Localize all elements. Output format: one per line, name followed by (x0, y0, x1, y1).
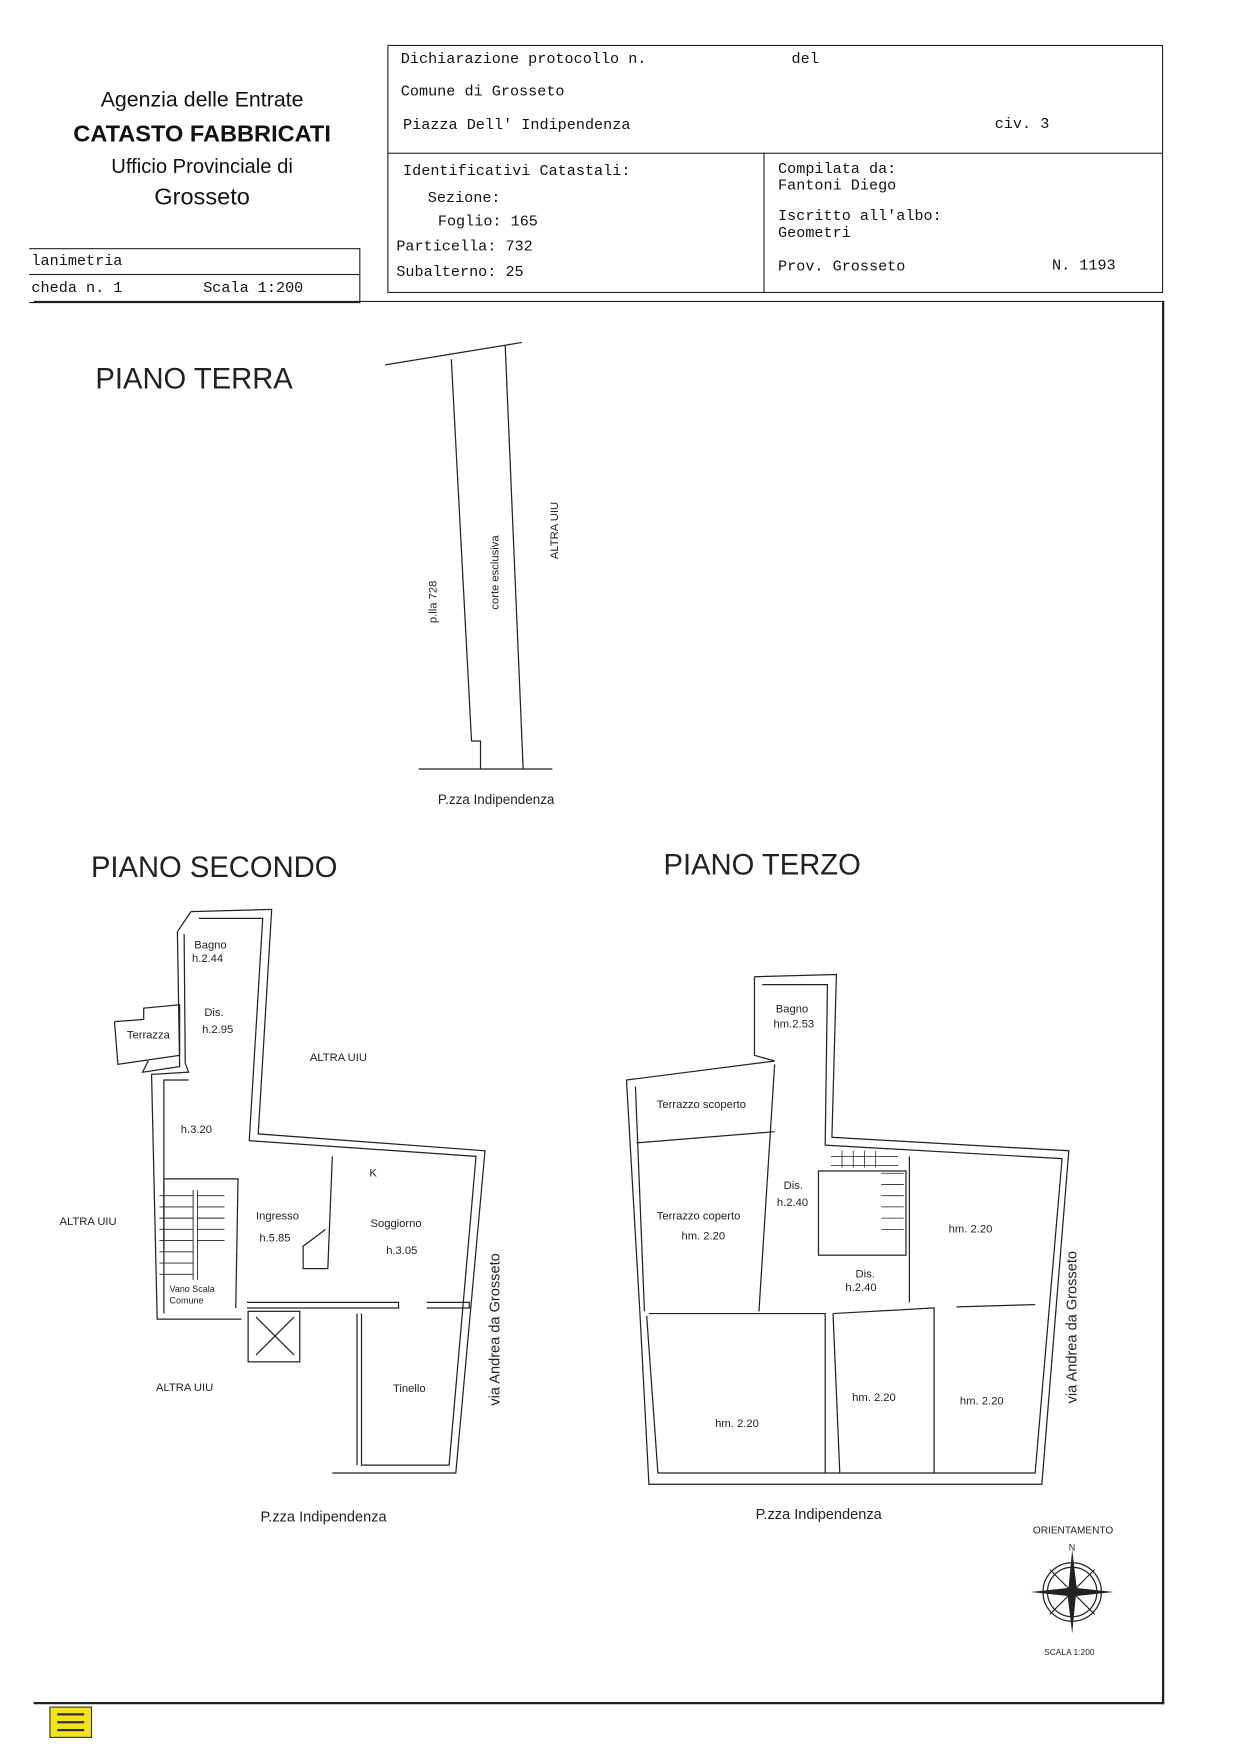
piano-terra-street: P.zza Indipendenza (438, 792, 555, 807)
bagno-height: h.2.44 (192, 953, 223, 965)
piano-terzo-street: P.zza Indipendenza (756, 1507, 883, 1523)
registration-number: N. 1193 (1051, 258, 1116, 276)
kitchen-k-label: K (369, 1168, 377, 1180)
civic-number: civ. 3 (994, 116, 1050, 134)
altra-uiu-label: ALTRA UIU (549, 502, 561, 559)
sezione: Sezione: (427, 190, 501, 208)
piano-terzo-title: PIANO TERZO (664, 850, 861, 882)
room-right-height: hm. 2.20 (949, 1224, 993, 1236)
terrazzo-coperto-height: hm. 2.20 (681, 1230, 725, 1242)
terrazza-label: Terrazza (127, 1029, 171, 1041)
protocol-label: Dichiarazione protocollo n. (400, 51, 647, 69)
bagno-height-3: hm.2.53 (774, 1018, 815, 1030)
catasto-title: CATASTO FABBRICATI (73, 121, 331, 148)
soggiorno-label: Soggiorno (370, 1218, 421, 1230)
orientamento-label: ORIENTAMENTO (1033, 1526, 1114, 1537)
municipality: Comune di Grosseto (400, 84, 565, 102)
piano-terzo-plan (625, 973, 1070, 1485)
room-bottom-middle-height: hm. 2.20 (852, 1392, 896, 1404)
soggiorno-height: h.3.05 (386, 1245, 417, 1257)
albo-value: Geometri (778, 225, 851, 243)
terrazzo-scoperto-label: Terrazzo scoperto (657, 1099, 746, 1111)
north-label: N (1069, 1542, 1075, 1552)
tinello-label: Tinello (393, 1383, 426, 1395)
subalterno: Subalterno: 25 (396, 264, 524, 282)
via-andrea-label-3: via Andrea da Grosseto (1065, 1251, 1081, 1403)
albo-label: Iscritto all'albo: (778, 208, 942, 226)
terrazzo-coperto-label: Terrazzo coperto (657, 1210, 741, 1222)
vano-scala-label: Vano Scala (170, 1284, 215, 1294)
document-info-box (29, 248, 361, 304)
plla-728-label: p.lla 728 (428, 581, 440, 623)
drawing-frame (33, 300, 1165, 1705)
piano-secondo-street: P.zza Indipendenza (260, 1509, 387, 1525)
scheda-label: cheda n. 1 (31, 280, 123, 298)
annotation-note-icon[interactable] (49, 1706, 93, 1738)
declaration-box (387, 44, 1164, 294)
piano-secondo-title: PIANO SECONDO (91, 852, 338, 884)
room-height-320: h.3.20 (181, 1124, 212, 1136)
ingresso-height: h.5.85 (259, 1233, 290, 1245)
piano-terra-plan (384, 341, 553, 770)
via-andrea-label: via Andrea da Grosseto (488, 1253, 504, 1405)
piano-terra-title: PIANO TERRA (95, 363, 293, 395)
ingresso-label: Ingresso (256, 1210, 299, 1222)
dis-height-3b: h.2.40 (845, 1282, 876, 1294)
comune-label: Comune (170, 1295, 204, 1305)
altra-uiu-bottom: ALTRA UIU (156, 1382, 213, 1394)
office-city: Grosseto (154, 184, 250, 210)
foglio: Foglio: 165 (437, 214, 538, 232)
date-label: del (791, 51, 819, 69)
agency-name: Agenzia delle Entrate (100, 88, 304, 113)
planimetria-label: lanimetria (31, 253, 123, 271)
identifiers-title: Identificativi Catastali: (403, 163, 631, 181)
piano-secondo-plan (113, 908, 486, 1474)
dis-label-3a: Dis. (784, 1180, 803, 1192)
office-name: Ufficio Provinciale di (111, 154, 293, 178)
dis-label: Dis. (204, 1007, 223, 1019)
compass-rose-icon (1030, 1549, 1114, 1634)
dis-label-3b: Dis. (855, 1269, 874, 1281)
compiler-name: Fantoni Diego (778, 178, 897, 196)
compiler-label: Compilata da: (778, 161, 897, 179)
address: Piazza Dell' Indipendenza (403, 117, 631, 135)
room-bottom-left-height: hm. 2.20 (715, 1418, 759, 1430)
province: Prov. Grosseto (778, 259, 906, 277)
room-bottom-right-height: hm. 2.20 (960, 1395, 1004, 1407)
dis-height-3a: h.2.40 (777, 1197, 808, 1209)
bagno-label-3: Bagno (776, 1004, 808, 1016)
scale-label: Scala 1:200 (203, 280, 304, 298)
dis-height: h.2.95 (202, 1024, 233, 1036)
altra-uiu-left: ALTRA UIU (60, 1216, 117, 1228)
altra-uiu-top: ALTRA UIU (310, 1052, 367, 1064)
bagno-label: Bagno (194, 940, 226, 952)
corte-esclusiva-label: corte esclusiva (489, 535, 501, 610)
compass-scale-label: SCALA 1:200 (1044, 1647, 1095, 1657)
particella: Particella: 732 (396, 239, 533, 256)
